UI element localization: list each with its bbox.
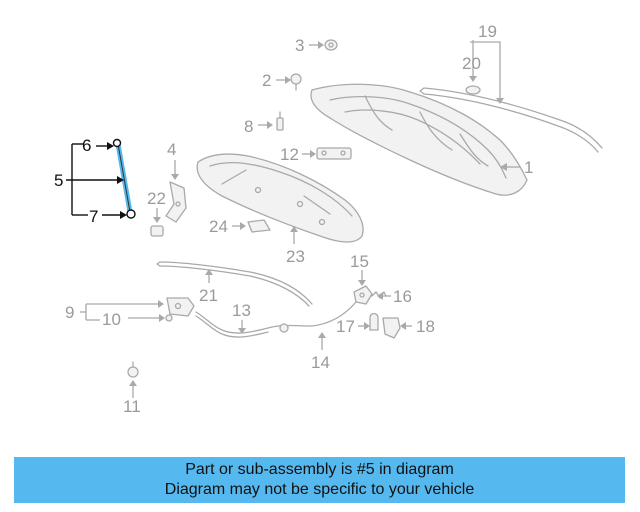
callout-1: 1: [524, 158, 533, 177]
hood-parts-diagram: 1 2 3 8 12: [54, 22, 603, 416]
callout-6: 6: [82, 136, 91, 155]
callout-18: 18: [416, 317, 435, 336]
callout-9: 9: [65, 303, 74, 322]
part-20-seal-clip: [465, 85, 481, 95]
callout-21: 21: [199, 286, 218, 305]
callout-23: 23: [286, 247, 305, 266]
info-banner: Part or sub-assembly is #5 in diagram Di…: [14, 457, 625, 503]
part-9-release-handle: [166, 297, 195, 317]
callout-24: 24: [209, 217, 228, 236]
callout-10: 10: [102, 310, 121, 329]
part-17-striker: [369, 312, 379, 331]
part-15-latch: [353, 285, 373, 305]
part-23-insulator: [196, 153, 364, 243]
part-3-bumper: [324, 39, 338, 51]
callout-5: 5: [54, 171, 63, 190]
callout-15: 15: [350, 252, 369, 271]
callout-4: 4: [167, 140, 176, 159]
callout-19: 19: [478, 22, 497, 41]
callout-2: 2: [262, 71, 271, 90]
part-4-hinge: [165, 181, 187, 223]
part-12-lock-plate: [316, 147, 352, 160]
callout-16: 16: [393, 287, 412, 306]
callout-13: 13: [232, 301, 251, 320]
part-5-lift-support: [112, 138, 136, 219]
part-24-pad: [247, 219, 271, 233]
callout-20: 20: [462, 54, 481, 73]
callout-11: 11: [123, 397, 141, 416]
part-13-14-release-cable: [195, 301, 357, 338]
part-19-weatherstrip: [419, 87, 603, 153]
callout-3: 3: [295, 36, 304, 55]
part-21-prop-rod: [156, 261, 313, 307]
part-8-bolt: [276, 111, 284, 131]
part-18-bracket: [382, 317, 401, 339]
callout-14: 14: [311, 353, 330, 372]
callout-7: 7: [89, 207, 98, 226]
part-10-screw: [165, 314, 173, 322]
callout-17: 17: [336, 317, 355, 336]
callout-22: 22: [147, 189, 166, 208]
callout-12: 12: [280, 145, 299, 164]
part-11-clip: [127, 361, 139, 378]
part-2-clip: [290, 73, 302, 91]
hood-panel: [310, 83, 528, 196]
banner-line-disclaimer: Diagram may not be specific to your vehi…: [164, 481, 475, 498]
callout-8: 8: [244, 117, 253, 136]
banner-line-part: Part or sub-assembly is #5 in diagram: [185, 461, 454, 478]
part-22-stop: [150, 225, 164, 237]
